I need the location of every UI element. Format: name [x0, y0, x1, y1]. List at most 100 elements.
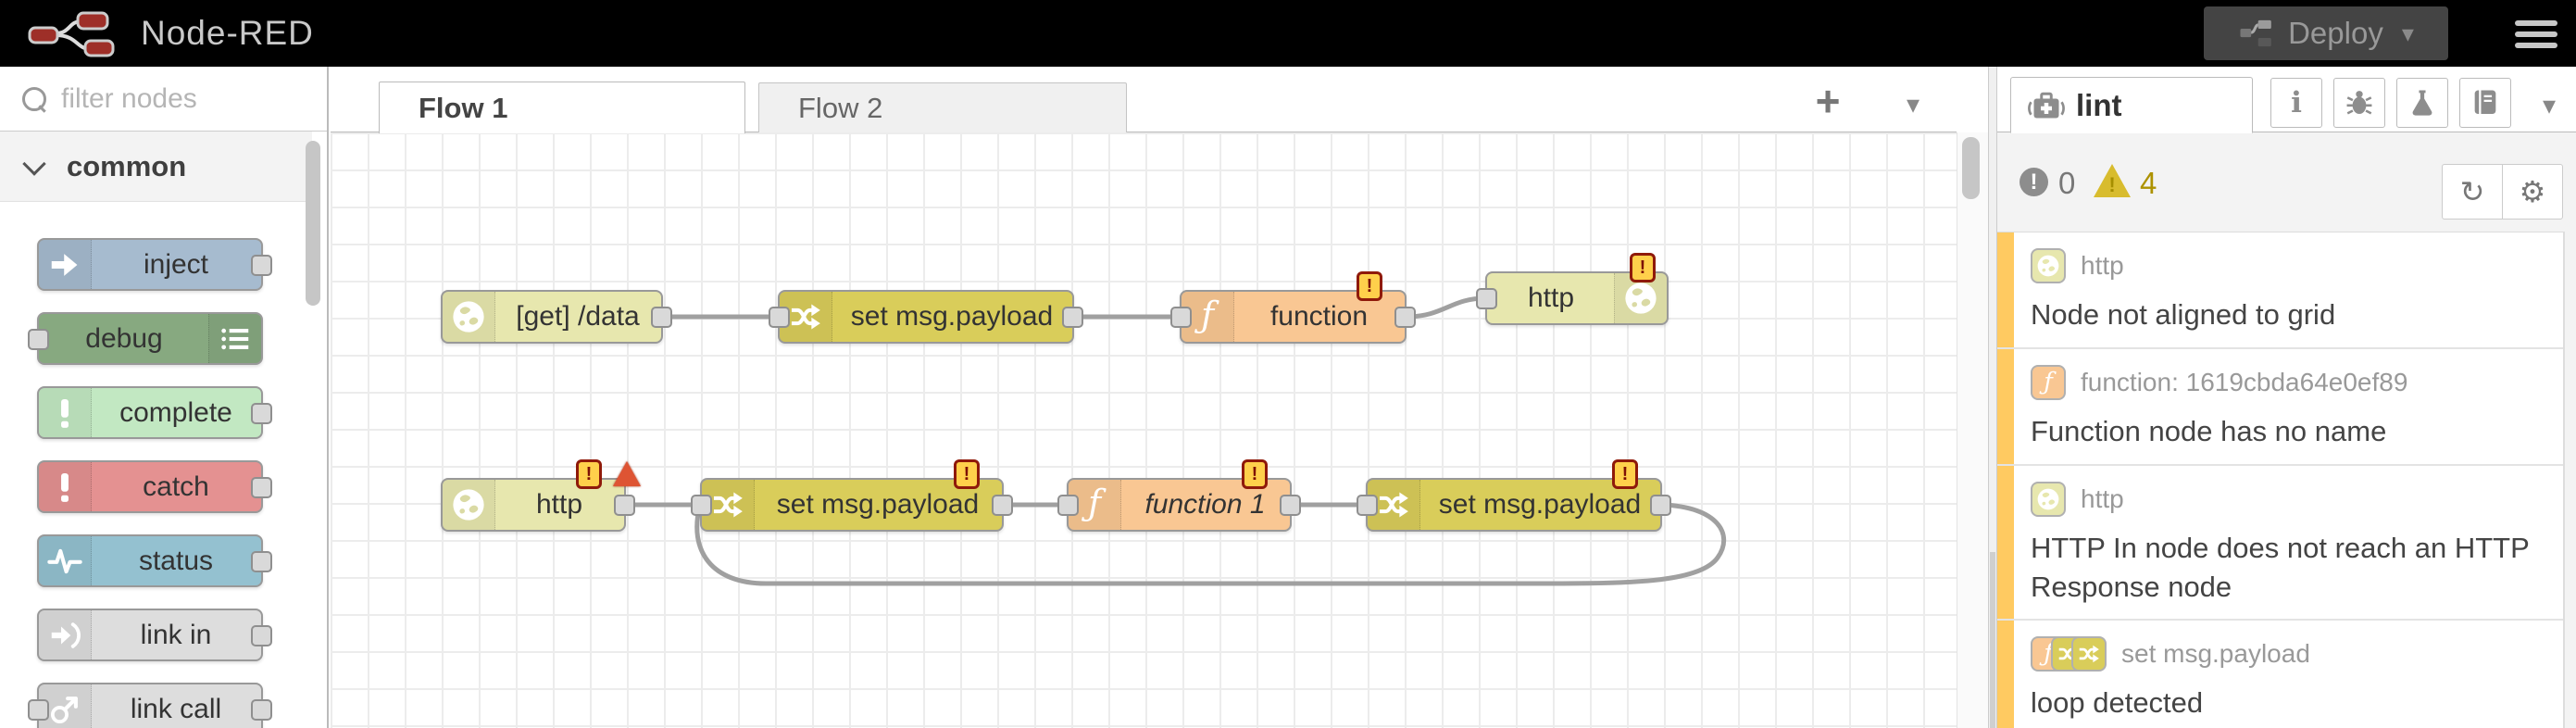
filter-nodes-input[interactable] — [59, 82, 276, 116]
lint-node-http-icon — [2031, 248, 2066, 283]
output-port[interactable] — [251, 550, 272, 572]
flow-node-http-in[interactable]: http! — [441, 459, 641, 532]
output-port[interactable] — [1394, 307, 1416, 328]
deploy-caret-icon[interactable]: ▾ — [2401, 19, 2414, 47]
info-icon — [2281, 87, 2312, 119]
output-port[interactable] — [614, 495, 635, 516]
hamburger-icon — [2515, 20, 2557, 26]
input-port[interactable] — [1057, 495, 1079, 516]
info-button[interactable] — [2270, 78, 2322, 128]
palette-node-catch[interactable]: catch — [37, 460, 272, 513]
input-port[interactable] — [1476, 288, 1497, 309]
input-port[interactable] — [28, 698, 49, 721]
node-label: inject — [143, 248, 209, 280]
hamburger-icon — [2515, 31, 2557, 37]
node-label: set msg.payload — [1438, 489, 1642, 520]
bang-icon — [47, 470, 82, 505]
palette-category-common[interactable]: common — [0, 132, 312, 202]
node-label: debug — [85, 322, 163, 354]
input-port[interactable] — [769, 307, 790, 328]
sidebar-splitter[interactable] — [1988, 67, 1997, 728]
node-label: set msg.payload — [776, 489, 980, 520]
wire-2[interactable] — [1404, 295, 1488, 320]
input-port[interactable] — [1357, 495, 1378, 516]
status-icon — [47, 544, 82, 579]
bang-icon-strip — [39, 462, 92, 511]
palette-scrollbar-thumb[interactable] — [306, 141, 320, 306]
http-icon — [2036, 254, 2060, 278]
bug-icon — [2344, 87, 2375, 119]
output-port[interactable] — [1280, 495, 1301, 516]
f-icon — [1077, 487, 1112, 522]
lint-item-icon-row: http — [2031, 247, 2554, 284]
output-port[interactable] — [1062, 307, 1083, 328]
sidebar-tabs-caret-icon[interactable]: ▾ — [2542, 91, 2556, 119]
add-flow-button[interactable]: + — [1803, 78, 1853, 124]
settings-button[interactable]: ⚙ — [2502, 165, 2562, 219]
debug-icon-strip — [208, 314, 261, 363]
input-port[interactable] — [28, 328, 49, 350]
main-menu-button[interactable] — [2515, 20, 2557, 48]
tab-label: Flow 2 — [798, 91, 883, 124]
output-port[interactable] — [251, 476, 272, 498]
output-port[interactable] — [651, 307, 672, 328]
palette-node-inject[interactable]: inject — [37, 238, 272, 291]
tab-flow-2[interactable]: Flow 2 — [758, 82, 1127, 133]
output-port[interactable] — [251, 402, 272, 424]
tab-flow-1[interactable]: Flow 1 — [379, 82, 745, 133]
output-port[interactable] — [992, 495, 1013, 516]
inject-icon — [47, 247, 82, 282]
flow-node-change[interactable]: set msg.payload — [769, 290, 1083, 344]
node-label: function — [1269, 301, 1369, 332]
lint-item-message: HTTP In node does not reach an HTTP Resp… — [2031, 531, 2530, 603]
book-button[interactable] — [2459, 78, 2511, 128]
sidebar-tab-label: lint — [2076, 87, 2122, 122]
palette-node-status[interactable]: status — [37, 534, 272, 587]
http-icon — [2036, 487, 2060, 511]
palette-node-link-call[interactable]: link call — [28, 683, 272, 728]
globe-icon-strip — [443, 480, 495, 530]
deploy-label: Deploy — [2288, 16, 2383, 50]
deploy-button[interactable]: Deploy ▾ — [2204, 6, 2448, 60]
flow-node-function[interactable]: function! — [1170, 271, 1416, 344]
refresh-button[interactable]: ↻ — [2459, 175, 2485, 208]
output-port[interactable] — [1650, 495, 1671, 516]
flow-list-caret-icon[interactable]: ▾ — [1906, 90, 1919, 119]
error-triangle-icon — [613, 461, 641, 486]
node-red-logo-icon — [24, 6, 135, 61]
palette-node-debug[interactable]: debug — [28, 312, 263, 365]
wire-layer — [623, 295, 1727, 586]
bug-button[interactable] — [2333, 78, 2385, 128]
globe-icon — [451, 299, 486, 334]
flow-node-change[interactable]: set msg.payload! — [1357, 459, 1671, 532]
flow-node-http-response[interactable]: http! — [1476, 253, 1669, 325]
flow-node-change[interactable]: set msg.payload! — [691, 459, 1013, 532]
input-port[interactable] — [1170, 307, 1192, 328]
palette-node-complete[interactable]: complete — [37, 386, 272, 439]
globe-icon — [1623, 281, 1658, 316]
warning-stripe — [1997, 232, 2014, 347]
warning-stripe — [1997, 348, 2014, 464]
lint-item-node-label: set msg.payload — [2121, 639, 2310, 669]
wire-6[interactable] — [694, 502, 1727, 586]
input-port[interactable] — [691, 495, 712, 516]
canvas-scrollbar-thumb[interactable] — [1962, 137, 1980, 199]
palette-node-link-in[interactable]: link in — [37, 609, 272, 661]
inject-icon-strip — [39, 240, 92, 289]
flow-node-function[interactable]: function 1! — [1057, 459, 1301, 532]
flask-button[interactable] — [2396, 78, 2448, 128]
output-port[interactable] — [251, 254, 272, 276]
flow-canvas[interactable]: [get] /data set msg.payload function! http!… — [331, 132, 1957, 728]
sidebar-tab-lint[interactable]: lint — [2010, 77, 2253, 133]
function-icon — [2036, 370, 2060, 395]
output-port[interactable] — [251, 698, 272, 721]
flow-node-http-in[interactable]: [get] /data — [441, 290, 672, 344]
output-port[interactable] — [251, 624, 272, 646]
